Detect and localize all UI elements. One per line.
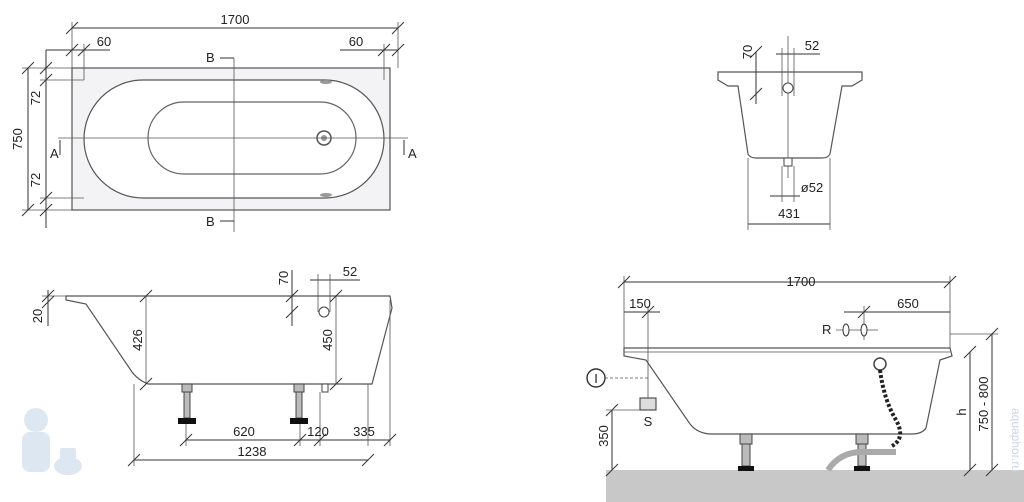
install-length-label: 1700 — [787, 274, 816, 289]
side-overflow-diameter-label: 52 — [343, 264, 357, 279]
top-length-label: 1700 — [221, 12, 250, 27]
install-floor-height-label: 350 — [596, 425, 611, 447]
floor — [606, 470, 1024, 502]
top-right-inset-label: 60 — [349, 34, 363, 49]
drain-pipe — [825, 449, 896, 472]
end-section-view: 70 52 ø52 431 — [717, 36, 863, 230]
section-a-right: A — [408, 146, 417, 161]
top-left-inset-label: 60 — [97, 34, 111, 49]
installation-view: 1700 150 650 R I S 350 h 750 - 800 — [586, 274, 1024, 502]
side-section-view: 20 426 70 52 450 620 120 335 123 — [30, 264, 397, 467]
end-overflow-diameter-label: 52 — [805, 38, 819, 53]
overflow-pipe — [878, 369, 903, 448]
top-view: 1700 60 60 750 72 72 B B — [10, 12, 417, 232]
install-height-range-label: 750 - 800 — [976, 377, 991, 432]
top-width-label: 750 — [10, 128, 25, 150]
side-depth-center-label: 426 — [130, 329, 145, 351]
side-section-outline — [65, 295, 393, 385]
install-height-label: h — [954, 408, 969, 415]
side-feet-spacing-label: 620 — [233, 424, 255, 439]
side-foot-offset-label: 120 — [307, 424, 329, 439]
watermark-logo — [22, 408, 82, 475]
watermark-text: aquaphor.ru — [1009, 408, 1023, 472]
side-end-offset-label: 335 — [353, 424, 375, 439]
end-drain-diameter-label: ø52 — [801, 180, 823, 195]
install-valve-offset-label: 650 — [897, 296, 919, 311]
end-bottom-width-label: 431 — [778, 206, 800, 221]
end-section-outline — [717, 71, 863, 159]
section-a-left: A — [50, 146, 59, 161]
installation-tub-outline — [623, 347, 953, 435]
top-upper-margin-label: 72 — [28, 91, 43, 105]
end-overflow-height-label: 70 — [740, 45, 755, 59]
connection-marker-label: I — [594, 371, 598, 386]
section-b-top: B — [206, 50, 215, 65]
siphon-box — [639, 397, 657, 411]
valve-label: R — [822, 322, 831, 337]
side-overflow-height-label: 70 — [276, 271, 291, 285]
side-bottom-length-label: 1238 — [238, 444, 267, 459]
side-depth-end-label: 450 — [320, 329, 335, 351]
side-rim-thickness-label: 20 — [30, 309, 45, 323]
top-lower-margin-label: 72 — [28, 173, 43, 187]
siphon-label: S — [644, 414, 653, 429]
section-b-bottom: B — [206, 214, 215, 229]
overflow-end — [782, 82, 794, 94]
install-left-offset-label: 150 — [629, 296, 651, 311]
